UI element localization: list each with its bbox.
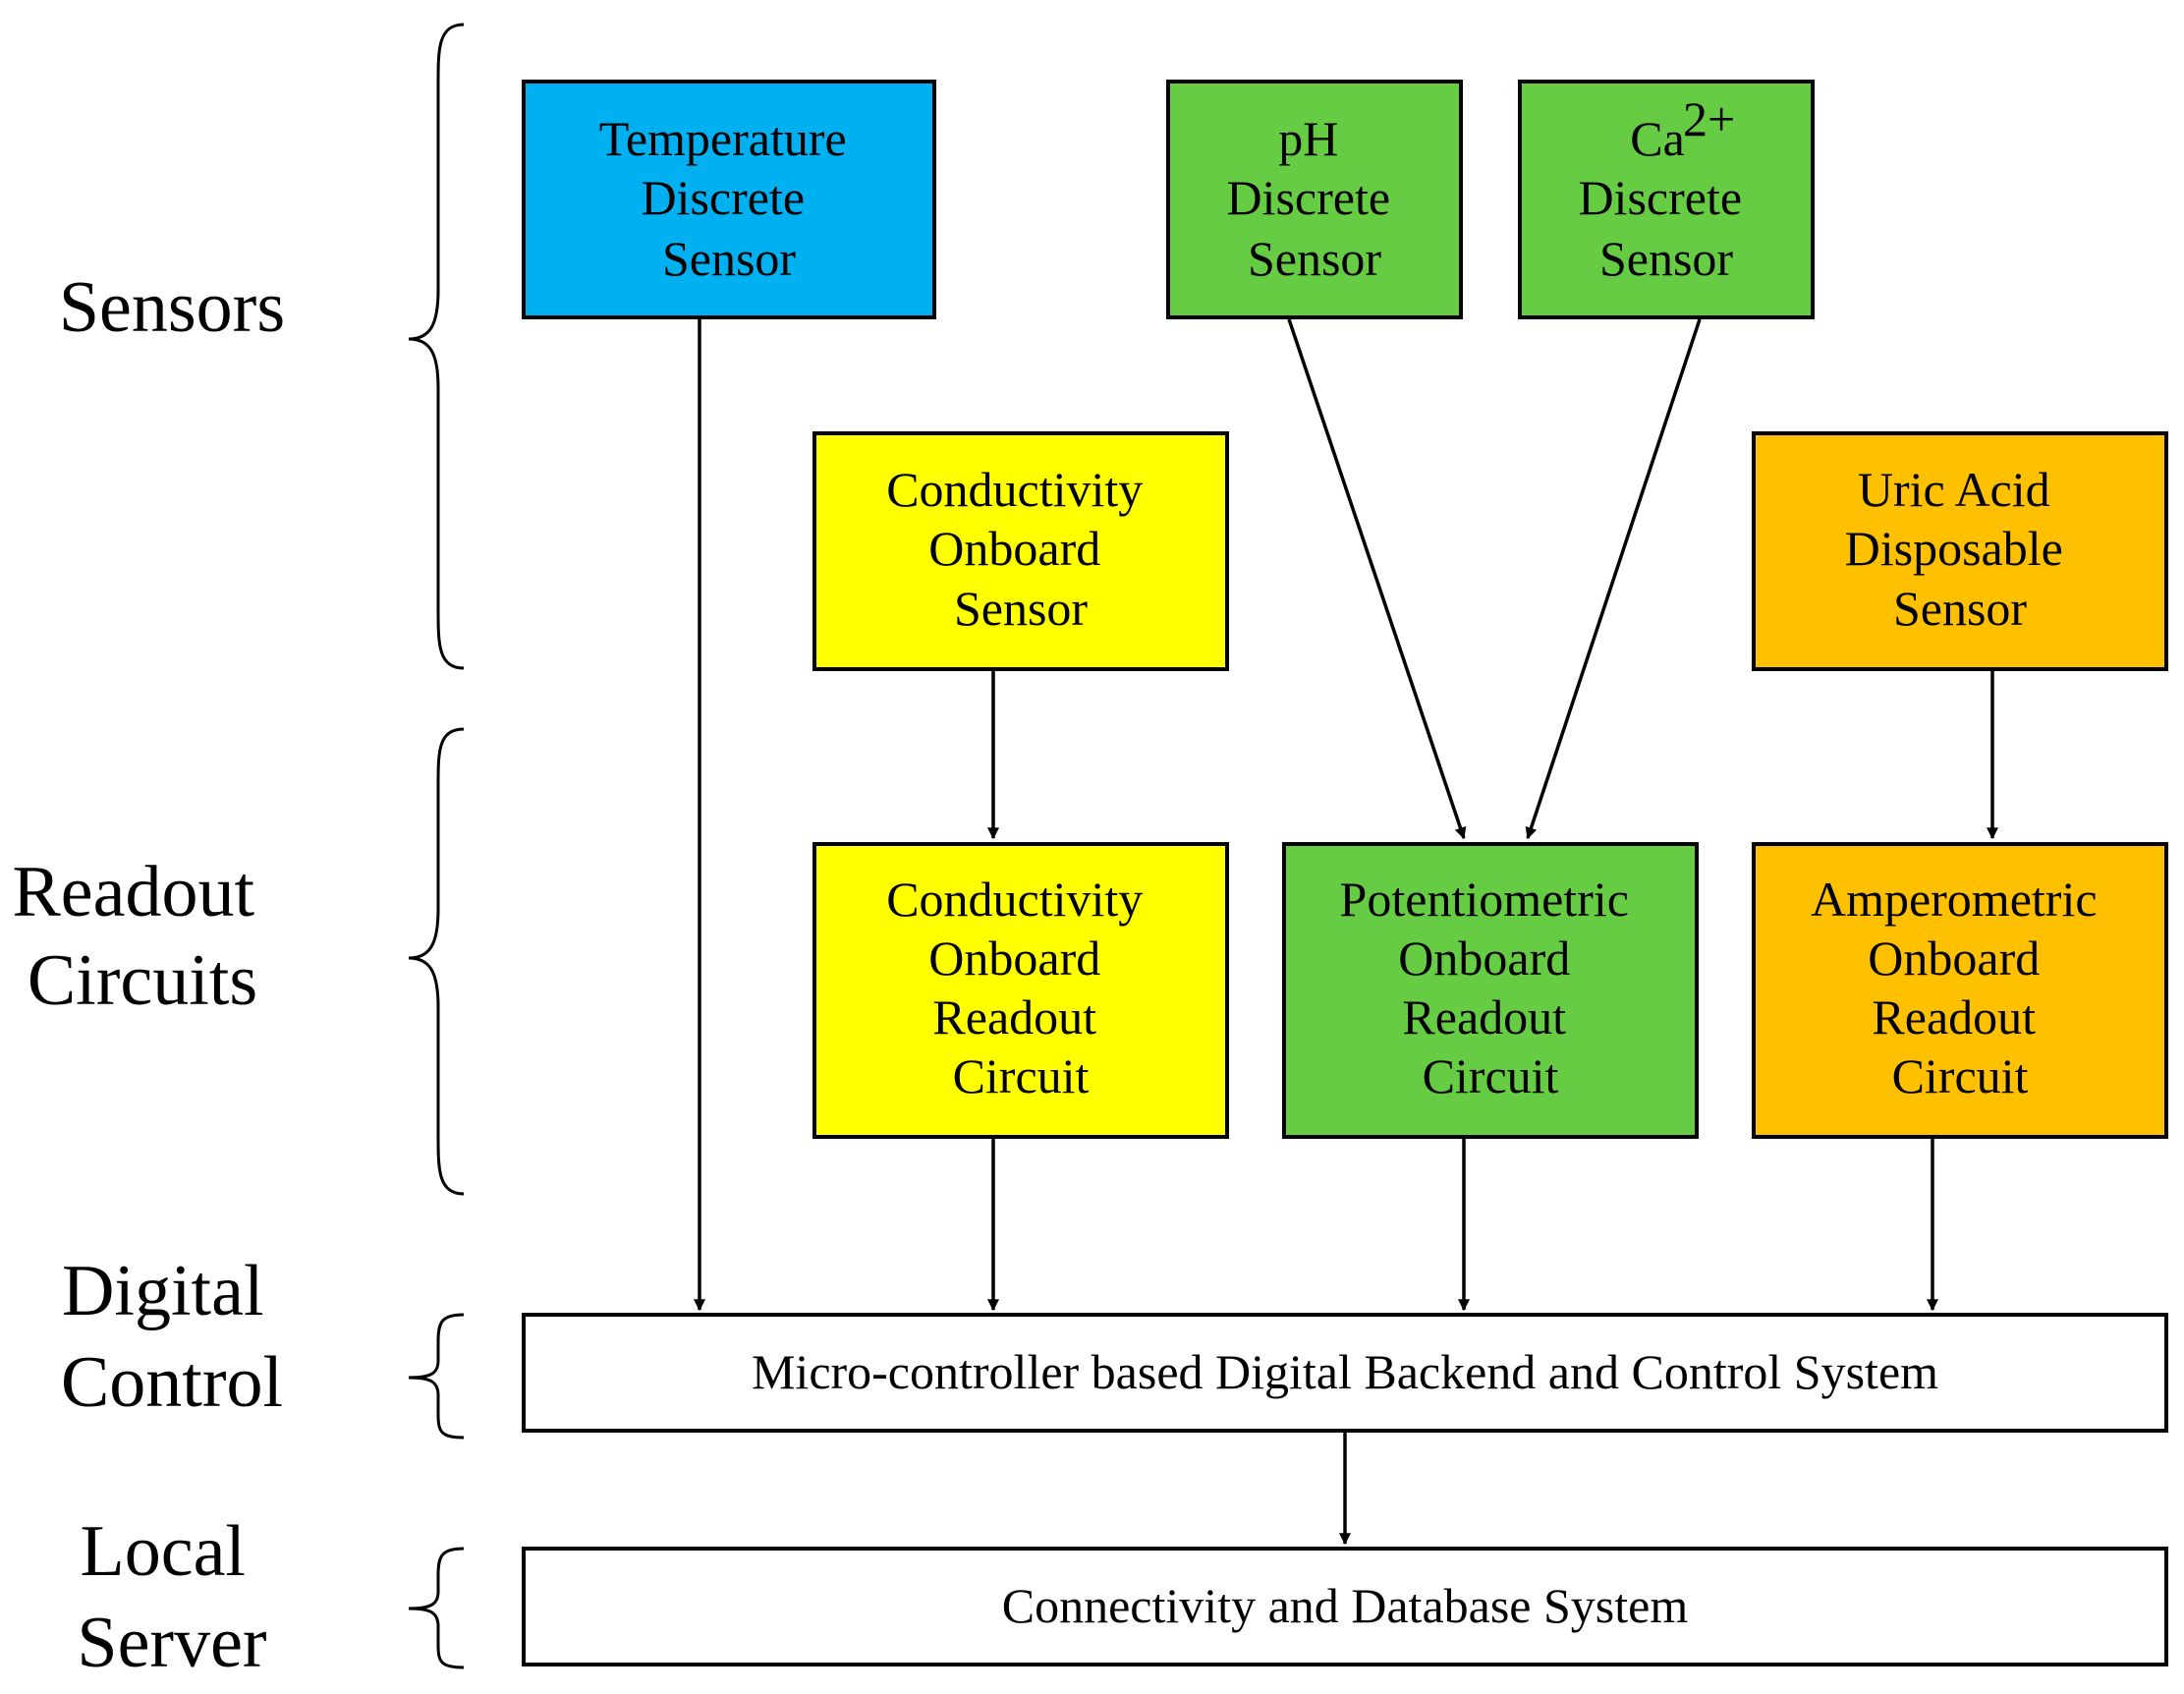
calcium-sensor-label: Ca (1630, 111, 1685, 166)
ph-sensor-box (1166, 80, 1463, 319)
arrow-ph-to-potentiometric (1287, 318, 1467, 840)
conductivity-sensor-node: Conductivity Onboard Sensor (812, 431, 1229, 671)
sensors-brace (408, 23, 465, 670)
amperometric-readout-label: Amperometric Onboard Readout Circuit (1811, 872, 2109, 1103)
calcium-sensor-box (1518, 80, 1815, 319)
digital-backend-node: Micro-controller based Digital Backend a… (522, 1313, 2168, 1433)
calcium-sensor-label-rest: Discrete Sensor (1578, 170, 1754, 286)
conductivity-sensor-label: Conductivity Onboard Sensor (886, 462, 1155, 636)
potentiometric-readout-label: Potentiometric Onboard Readout Circuit (1340, 872, 1642, 1103)
tier-label-readout-circuits: Readout Circuits (12, 852, 272, 1021)
digital-backend-box (522, 1313, 2168, 1433)
conductivity-sensor-box (812, 431, 1229, 671)
readout-brace (408, 727, 465, 1196)
temperature-sensor-box (522, 80, 936, 319)
uric-acid-sensor-box (1752, 431, 2168, 671)
tier-label-digital-control: Digital Control (61, 1251, 283, 1423)
ph-sensor-label: pH Discrete Sensor (1226, 111, 1402, 286)
temperature-sensor-node: Temperature Discrete Sensor (522, 80, 936, 319)
conductivity-readout-box (812, 842, 1229, 1139)
digital-brace (408, 1313, 465, 1440)
ph-sensor-node: pH Discrete Sensor (1166, 80, 1463, 319)
database-label: Connectivity and Database System (1002, 1578, 1689, 1633)
amperometric-readout-box (1752, 842, 2168, 1139)
tier-label-sensors: Sensors (59, 267, 285, 348)
digital-backend-label: Micro-controller based Digital Backend a… (752, 1344, 1938, 1399)
database-node: Connectivity and Database System (522, 1547, 2168, 1666)
potentiometric-readout-box (1282, 842, 1699, 1139)
calcium-sensor-node: Ca 2+ Discrete Sensor (1518, 80, 1815, 319)
arrow-calcium-to-potentiometric (1525, 318, 1702, 840)
uric-acid-sensor-label: Uric Acid Disposable Sensor (1845, 462, 2076, 636)
conductivity-readout-label: Conductivity Onboard Readout Circuit (886, 872, 1155, 1103)
amperometric-readout-node: Amperometric Onboard Readout Circuit (1752, 842, 2168, 1139)
tier-label-local-server: Local Server (77, 1511, 266, 1683)
database-box (522, 1547, 2168, 1666)
conductivity-readout-node: Conductivity Onboard Readout Circuit (812, 842, 1229, 1139)
calcium-superscript: 2+ (1683, 91, 1735, 146)
uric-acid-sensor-node: Uric Acid Disposable Sensor (1752, 431, 2168, 671)
server-brace (408, 1547, 465, 1669)
temperature-sensor-label: Temperature Discrete Sensor (599, 111, 859, 286)
potentiometric-readout-node: Potentiometric Onboard Readout Circuit (1282, 842, 1699, 1139)
